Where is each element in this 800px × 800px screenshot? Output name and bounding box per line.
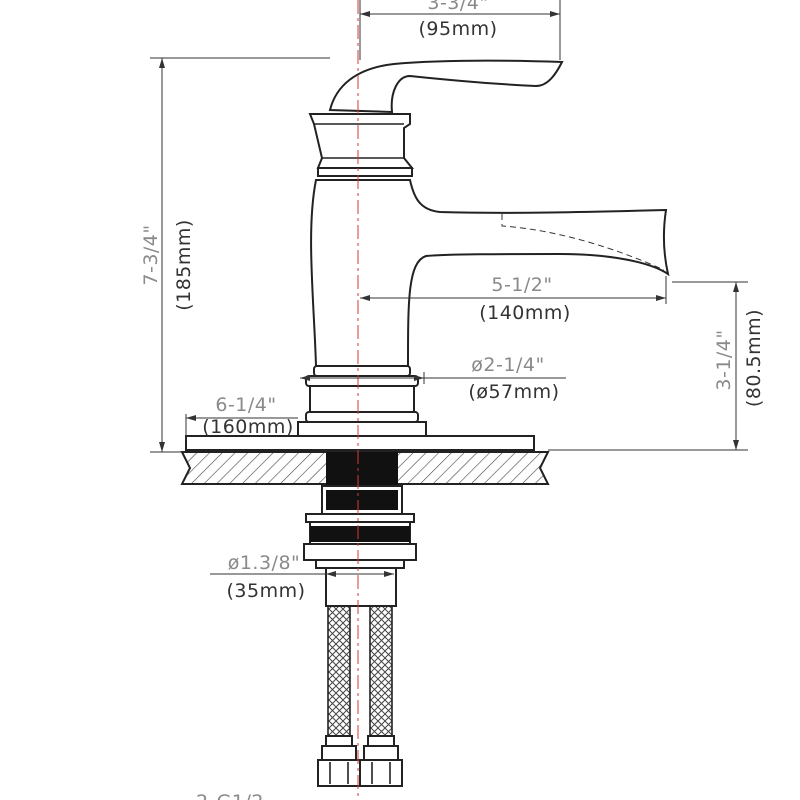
total-height-metric: (185mm) xyxy=(173,219,195,311)
spout-reach-dimension: 5-1/2" (140mm) xyxy=(360,274,667,324)
deck-plate xyxy=(185,435,535,451)
top-width-metric: (95mm) xyxy=(418,18,497,40)
spout-height-imperial: 3-1/4" xyxy=(713,329,735,390)
connector-label: 2-G1/2 xyxy=(196,791,264,800)
spout-body xyxy=(310,179,670,367)
base-diameter-imperial: ø2-1/4" xyxy=(471,354,544,376)
counter-section xyxy=(180,451,550,515)
handle-cap xyxy=(308,113,415,169)
shank-diameter-imperial: ø1.3/8" xyxy=(228,552,301,574)
base-diameter-metric: (ø57mm) xyxy=(468,381,559,403)
top-width-imperial: 3-3/4" xyxy=(427,0,488,14)
top-width-dimension: 3-3/4" (95mm) xyxy=(359,0,561,60)
total-height-dimension: 7-3/4" (185mm) xyxy=(140,57,330,453)
spout-height-metric: (80.5mm) xyxy=(743,309,765,407)
handle-lever xyxy=(328,59,564,114)
spout-height-dimension: 3-1/4" (80.5mm) xyxy=(548,281,765,451)
base-diameter-dimension: ø2-1/4" (ø57mm) xyxy=(300,354,566,403)
deck-plate-imperial: 6-1/4" xyxy=(215,394,276,416)
faucet-body xyxy=(185,59,670,451)
mounting-nut xyxy=(303,513,417,607)
spout-reach-imperial: 5-1/2" xyxy=(491,274,552,296)
supply-hoses xyxy=(317,605,403,787)
deck-plate-metric: (160mm) xyxy=(202,416,294,438)
shank-diameter-metric: (35mm) xyxy=(226,580,305,602)
spout-reach-metric: (140mm) xyxy=(479,302,571,324)
shank-diameter-dimension: ø1.3/8" (35mm) xyxy=(210,552,394,602)
total-height-imperial: 7-3/4" xyxy=(140,224,162,285)
deck-plate-dimension: 6-1/4" (160mm) xyxy=(185,394,298,440)
